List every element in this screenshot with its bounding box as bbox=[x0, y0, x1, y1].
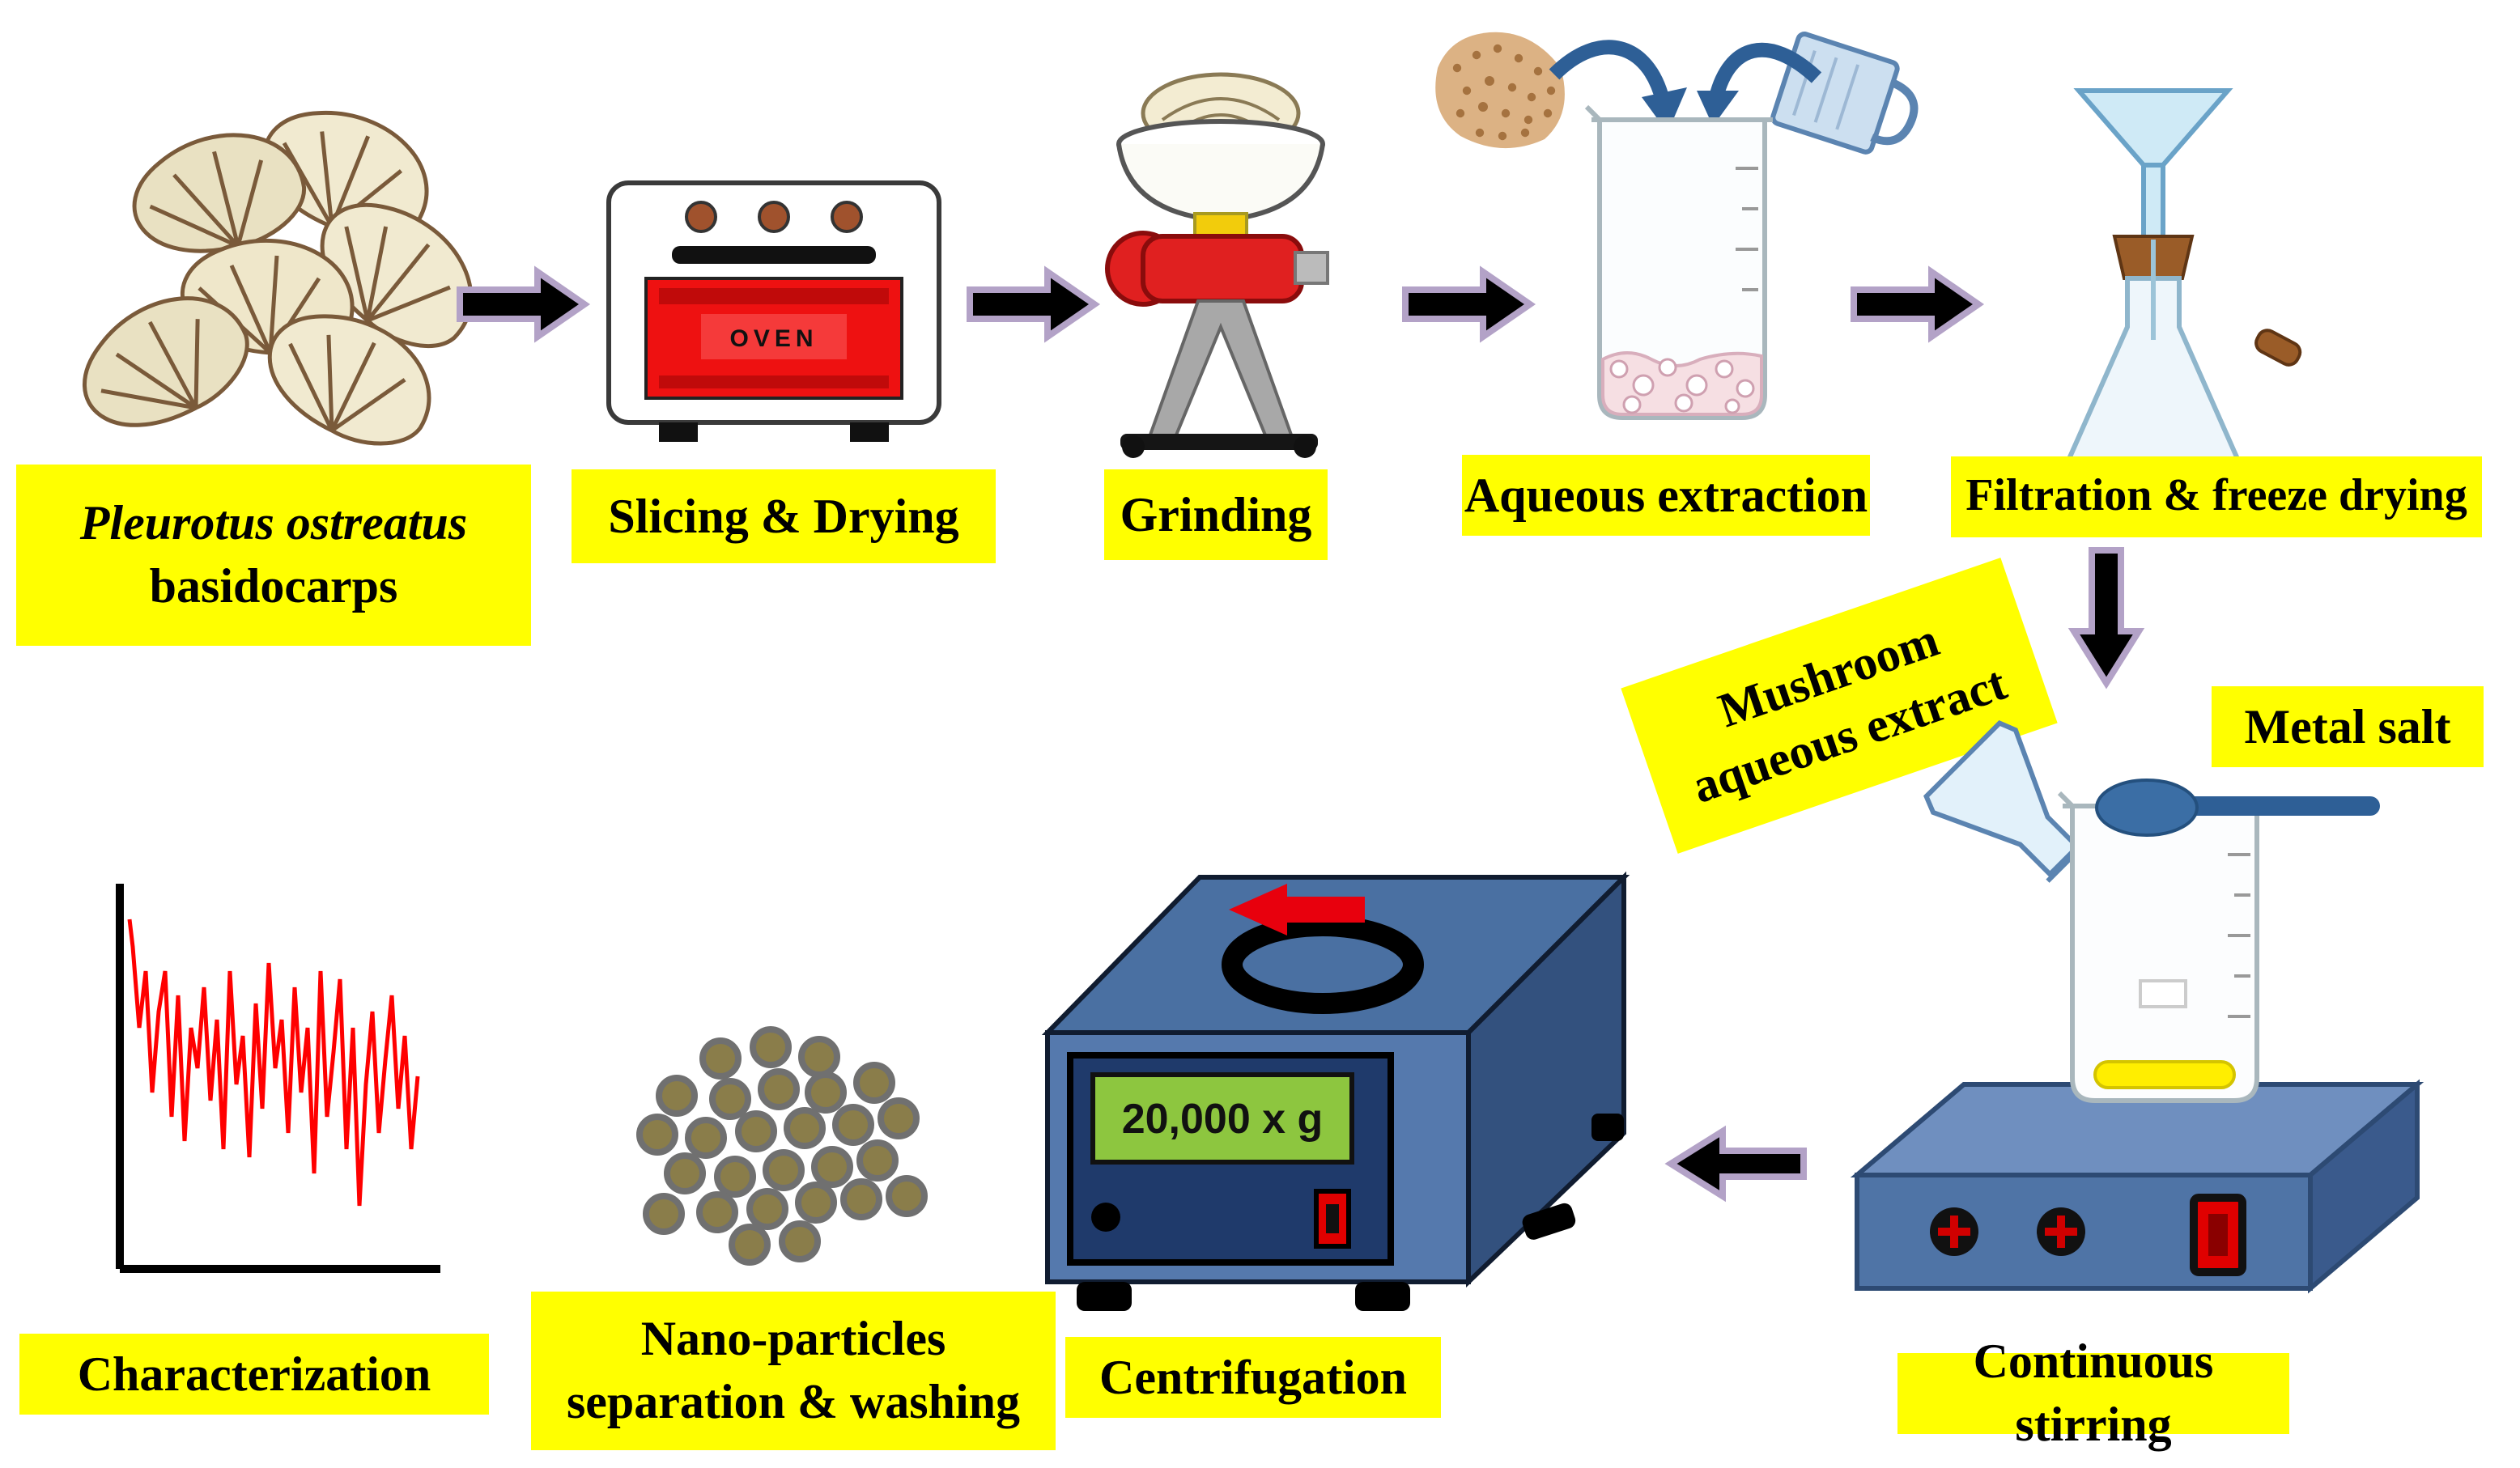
filtration-illustration bbox=[2063, 88, 2302, 491]
centrifuge-knob bbox=[1091, 1203, 1120, 1232]
label-characterization: Characterization bbox=[19, 1334, 489, 1415]
label-aqueous-extraction-text: Aqueous extraction bbox=[1464, 469, 1868, 522]
grinder-body bbox=[1141, 234, 1304, 303]
stirrer-knob-1 bbox=[1930, 1207, 1978, 1256]
oven-text: OVEN bbox=[729, 325, 818, 352]
label-continuous-stirring-text: Continuous stirring bbox=[1973, 1335, 2214, 1452]
flow-arrow-4 bbox=[1851, 265, 1985, 343]
rotor-ring bbox=[1222, 915, 1424, 1014]
label-slicing-drying-text: Slicing & Drying bbox=[608, 490, 959, 543]
label-centrifugation-text: Centrifugation bbox=[1099, 1351, 1407, 1404]
extraction-beaker bbox=[1584, 104, 1773, 420]
pour-arrow-left bbox=[1549, 40, 1687, 133]
label-slicing-drying: Slicing & Drying bbox=[572, 469, 996, 563]
flow-arrow-down bbox=[2067, 547, 2145, 689]
oven-knob-2 bbox=[758, 201, 790, 233]
label-basidocarps-line2: basidocarps bbox=[149, 560, 398, 613]
grinder-bowl bbox=[1116, 143, 1325, 223]
label-basidocarps: Pleurotus ostreatus basidocarps bbox=[16, 465, 531, 646]
aqueous-extraction-illustration bbox=[1435, 32, 1919, 420]
oven-illustration: OVEN bbox=[606, 180, 941, 442]
oven-knob-3 bbox=[831, 201, 863, 233]
centrifuge-display-text: 20,000 x g bbox=[1122, 1096, 1324, 1143]
nanoparticle-dots bbox=[636, 1026, 928, 1266]
label-grinding: Grinding bbox=[1104, 469, 1328, 560]
spectrum-plot bbox=[116, 884, 440, 1273]
label-centrifugation: Centrifugation bbox=[1065, 1337, 1441, 1418]
nanoparticles-illustration bbox=[636, 1026, 928, 1266]
mushroom-powder bbox=[1435, 32, 1565, 149]
mushroom-cluster-illustration bbox=[83, 110, 474, 446]
label-metal-salt-text: Metal salt bbox=[2244, 700, 2451, 753]
label-grinding-text: Grinding bbox=[1120, 488, 1312, 541]
grinder-stand bbox=[1147, 299, 1294, 439]
flow-arrow-1 bbox=[457, 265, 591, 343]
stir-bar bbox=[2093, 1060, 2236, 1089]
label-nanoparticles-line1: Nano-particles bbox=[640, 1313, 946, 1366]
flow-arrow-left bbox=[1664, 1125, 1807, 1203]
label-continuous-stirring: Continuous stirring bbox=[1897, 1335, 2289, 1452]
label-basidocarps-line1: Pleurotus ostreatus bbox=[79, 497, 468, 550]
pour-arrow-right bbox=[1697, 42, 1822, 126]
oven-handle bbox=[672, 246, 876, 264]
label-filtration: Filtration & freeze drying bbox=[1951, 456, 2482, 537]
stirrer-plate bbox=[1850, 1079, 2424, 1294]
oven-knob-1 bbox=[685, 201, 717, 233]
label-metal-salt: Metal salt bbox=[2212, 686, 2484, 767]
label-filtration-text: Filtration & freeze drying bbox=[1965, 470, 2467, 521]
label-nanoparticles-line2: separation & washing bbox=[566, 1376, 1021, 1429]
funnel bbox=[2073, 88, 2233, 168]
label-nanoparticles: Nano-particles separation & washing bbox=[531, 1292, 1056, 1450]
spectrum-line bbox=[127, 919, 420, 1207]
pouring-cup bbox=[1770, 32, 1919, 155]
rotation-arrow bbox=[1229, 884, 1365, 936]
stirrer-knob-2 bbox=[2037, 1207, 2085, 1256]
label-aqueous-extraction: Aqueous extraction bbox=[1462, 455, 1870, 536]
flow-arrow-3 bbox=[1402, 265, 1536, 343]
centrifuge-illustration: 20,000 x g bbox=[1041, 871, 1630, 1311]
cork bbox=[2254, 329, 2302, 367]
stirring-beaker bbox=[2057, 791, 2267, 1103]
centrifuge-latch bbox=[1591, 1114, 1624, 1141]
label-characterization-text: Characterization bbox=[77, 1347, 431, 1401]
flow-arrow-2 bbox=[967, 265, 1101, 343]
grinder-illustration bbox=[1105, 72, 1329, 458]
centrifuge-display bbox=[1090, 1072, 1354, 1165]
spoon-icon bbox=[2095, 779, 2380, 837]
